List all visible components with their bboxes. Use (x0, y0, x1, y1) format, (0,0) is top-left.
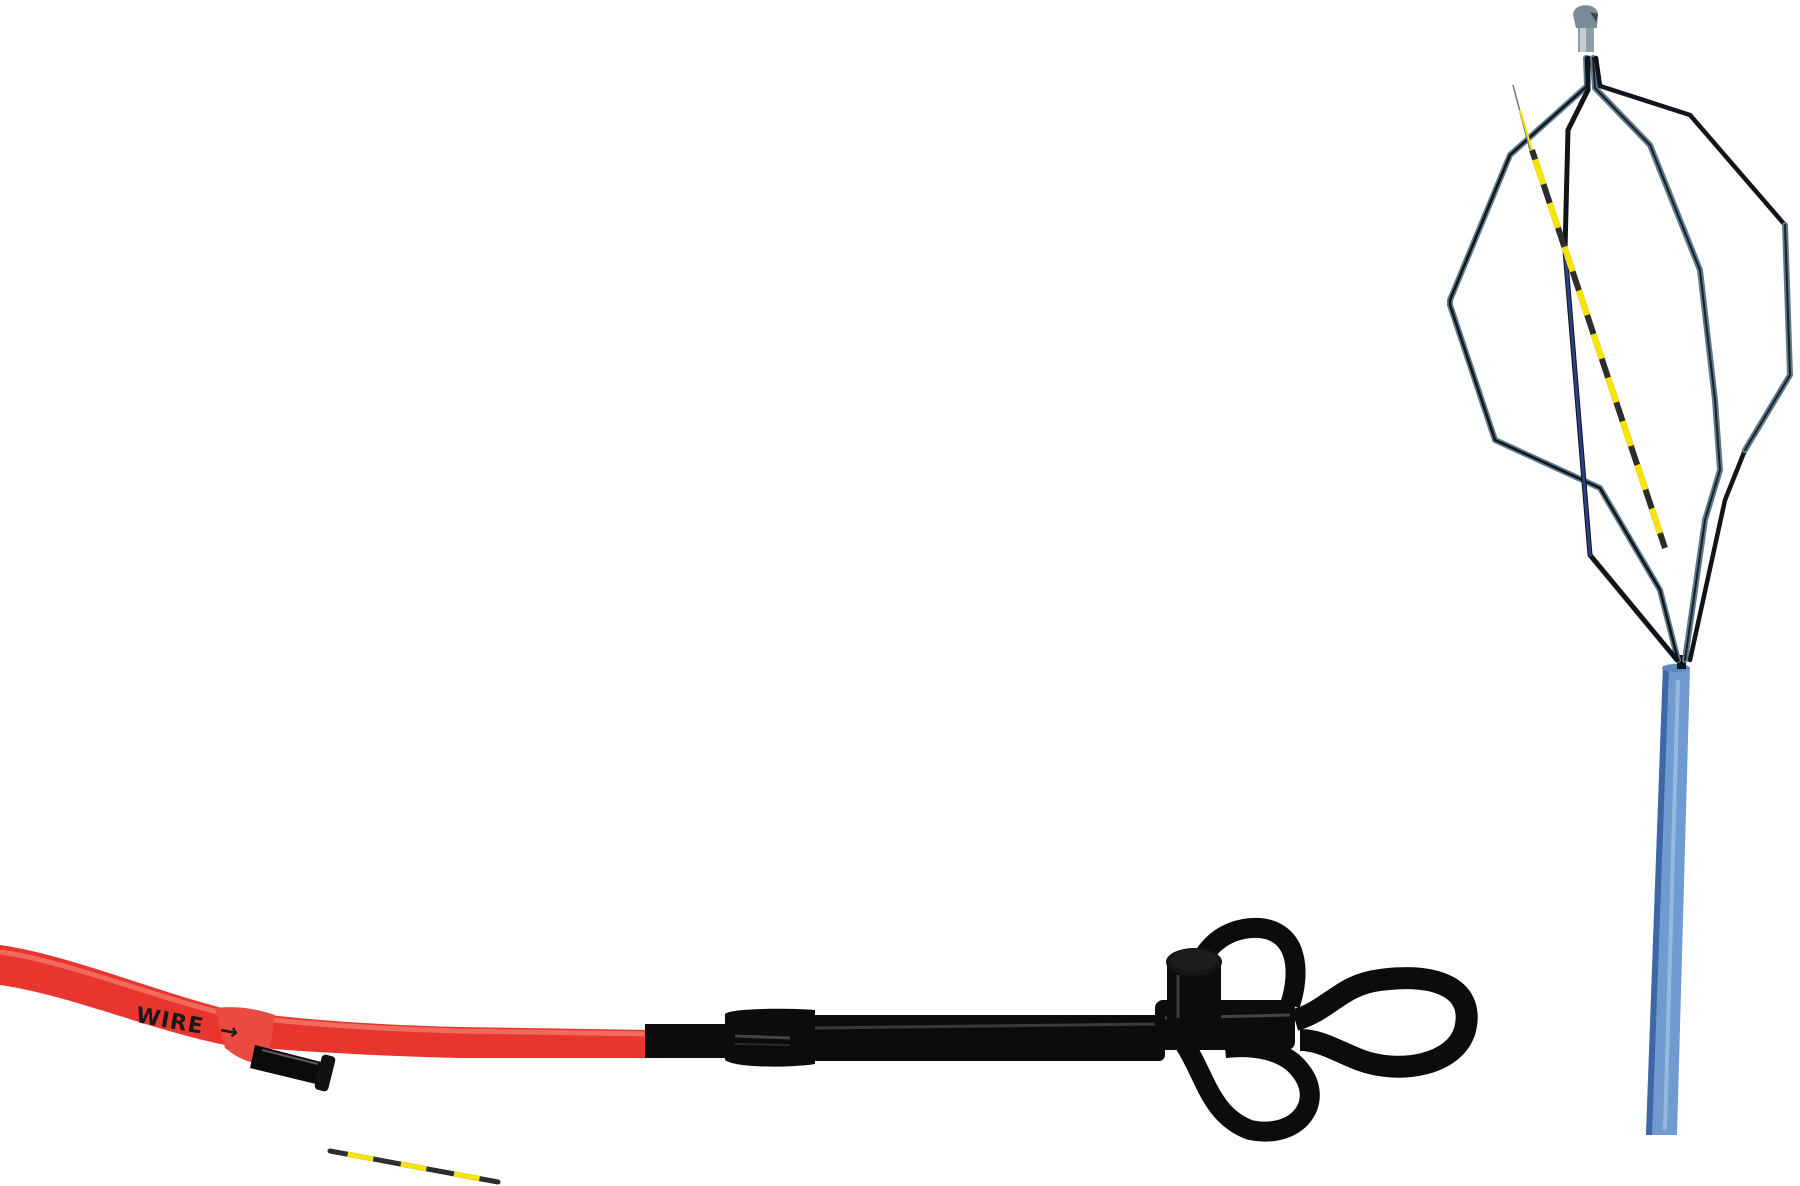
locking-knob[interactable] (1166, 948, 1222, 1025)
basket-assembly (1447, 5, 1793, 1135)
blue-sheath (1646, 666, 1690, 1135)
basket-guidewire (1512, 84, 1668, 549)
side-port-connector (250, 1045, 336, 1092)
basket-wire-3 (1590, 55, 1723, 663)
basket-tip (1573, 5, 1598, 52)
basket-wire-4 (1593, 55, 1793, 663)
basket-wire-2 (1562, 55, 1680, 663)
basket-wire-1 (1447, 55, 1681, 663)
thumb-ring[interactable] (1291, 967, 1478, 1078)
handle-assembly: WIRE → (0, 917, 1478, 1142)
handle-barrel (810, 1015, 1165, 1061)
red-tube (0, 945, 650, 1058)
guidewire-segment (327, 1148, 501, 1185)
shaft-sleeve (645, 1024, 735, 1058)
lower-finger-ring[interactable] (1176, 1037, 1320, 1142)
